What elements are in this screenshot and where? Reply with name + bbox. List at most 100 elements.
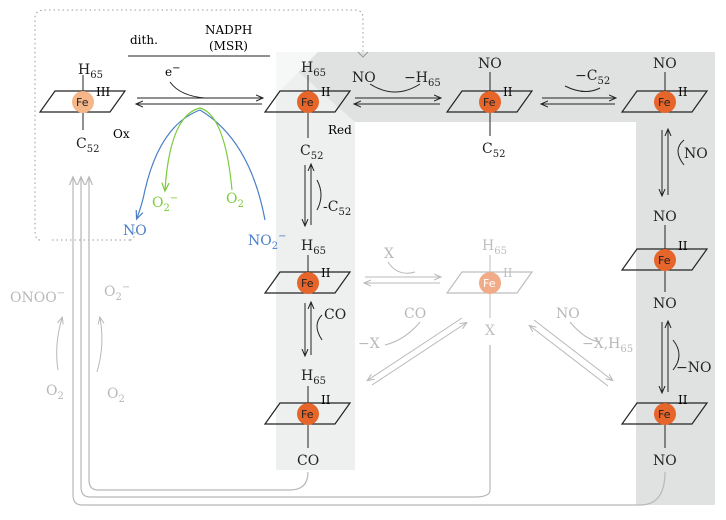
fe-atom	[479, 91, 501, 113]
side-curve	[316, 314, 323, 341]
step-minus-x-h65: −X,H65	[582, 336, 633, 355]
side-curve	[677, 139, 685, 166]
step-no: NO	[556, 306, 580, 322]
ox-state: III	[96, 85, 110, 99]
x-to-nitrosyl-step: NO −X,H65	[530, 306, 633, 387]
side-curve	[369, 83, 421, 93]
step-co: CO	[404, 306, 426, 322]
porphyrin-plane	[263, 402, 352, 425]
superoxide-label: O2−	[104, 282, 130, 303]
onoo-label: ONOO−	[10, 288, 65, 306]
axial-top-label: NO	[653, 209, 677, 225]
fe-label: Fe	[658, 408, 671, 421]
porphyrin-plane	[445, 271, 534, 294]
fe-atom	[479, 272, 501, 294]
product-nitrite: NO2−	[248, 231, 287, 252]
ox-state: II	[321, 266, 331, 280]
nitrosyl-5c-complex: Fe NO II	[620, 56, 709, 113]
ox-state: II	[321, 393, 331, 407]
fe-atom	[72, 91, 94, 113]
step-minus-x: −X	[358, 336, 380, 352]
step-label: -C52	[323, 199, 351, 218]
fe-atom	[297, 91, 319, 113]
reverse-arrow	[371, 323, 466, 386]
x-to-carbonyl-step: CO −X	[358, 306, 466, 386]
side-reactions: ONOO− O2− O2 O2	[10, 282, 130, 405]
dith-label: dith.	[130, 33, 158, 47]
side-curve	[672, 339, 680, 371]
porphyrin-plane	[620, 248, 709, 271]
axial-top-label: H65	[482, 238, 507, 257]
x-complex: Fe H65 II X	[445, 238, 534, 339]
step-label: NO	[684, 146, 708, 162]
minus-c52-vertical-step: -C52	[305, 165, 351, 225]
side-curve	[384, 321, 421, 346]
fe-label: Fe	[301, 277, 314, 290]
ox-state: II	[503, 85, 513, 99]
porphyrin-plane	[445, 90, 534, 113]
axial-top-label: H65	[301, 60, 326, 79]
msr-label: (MSR)	[209, 39, 248, 53]
electron-label: e−	[165, 63, 181, 79]
ox-red-equilibrium	[137, 98, 262, 104]
return-paths	[73, 178, 666, 506]
forward-arrow	[533, 319, 612, 380]
step-minus-h65: −H65	[404, 70, 441, 89]
step-label: −NO	[676, 360, 711, 376]
carbonyl-complex: Fe H65 II CO	[263, 368, 352, 469]
x-binding-step: X	[365, 246, 440, 283]
dotted-loop-tail	[129, 229, 136, 241]
dotted-arrow-head	[357, 51, 369, 58]
porphyrin-plane	[620, 402, 709, 425]
oxygen-a-label: O2	[46, 383, 64, 402]
oxygen-b-label: O2	[107, 386, 125, 405]
superoxide-curve	[96, 318, 102, 373]
ox-state: II	[678, 393, 688, 407]
step-no: NO	[352, 70, 376, 86]
dinitrosyl-complex: Fe NO II NO	[620, 209, 709, 312]
fe-label: Fe	[301, 96, 314, 109]
return-from-x	[81, 178, 491, 498]
minus-c52-step: −C52	[542, 68, 615, 104]
porphyrin-plane	[263, 271, 352, 294]
light-panel	[276, 52, 355, 470]
ox-state: II	[503, 266, 513, 280]
axial-bottom-label: X	[485, 323, 495, 339]
reductants: dith. NADPH (MSR) e−	[128, 23, 270, 99]
axial-bottom-label: C52	[482, 141, 505, 160]
dotted-loop	[34, 9, 364, 241]
axial-bottom-label: NO	[653, 296, 677, 312]
fe-atom	[654, 91, 676, 113]
axial-top-label: H65	[301, 238, 326, 257]
gray-panel-right	[636, 52, 715, 505]
nitrosyl-c52-complex: Fe NO II C52	[445, 56, 534, 160]
side-curve	[387, 261, 416, 274]
fe-atom	[297, 272, 319, 294]
reverse-arrow	[530, 326, 609, 387]
h65-only-complex: Fe H65 II	[263, 238, 352, 294]
side-curve	[569, 321, 601, 343]
fe-label: Fe	[483, 96, 496, 109]
step-label: −C52	[575, 68, 610, 87]
no-binding-step: NO −H65	[352, 70, 441, 104]
red-tag: Red	[328, 123, 352, 137]
co-binding-step: CO	[305, 303, 346, 355]
axial-bottom-label: NO	[653, 453, 677, 469]
fe-label: Fe	[301, 408, 314, 421]
step-label: CO	[324, 307, 346, 323]
porphyrin-plane	[38, 90, 127, 113]
ox-state: II	[678, 239, 688, 253]
axial-top-label: H65	[301, 368, 326, 387]
axial-bottom-label: C52	[76, 136, 99, 155]
fe-label: Fe	[483, 277, 496, 290]
fe-label: Fe	[658, 96, 671, 109]
return-from-carbonyl	[89, 178, 309, 491]
forward-arrow	[368, 317, 463, 380]
porphyrin-plane	[263, 90, 352, 113]
fe-atom	[654, 403, 676, 425]
axial-top-label: NO	[653, 56, 677, 72]
axial-bottom-label: C52	[300, 143, 323, 162]
product-oxygen: O2	[226, 191, 244, 210]
step-x: X	[384, 246, 394, 262]
